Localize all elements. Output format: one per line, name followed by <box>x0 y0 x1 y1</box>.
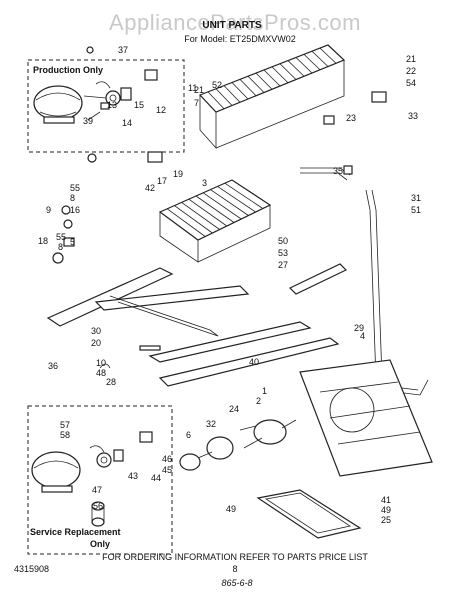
callout-55: 55 <box>56 232 66 242</box>
callout-30: 30 <box>91 326 101 336</box>
callout-54: 54 <box>406 78 416 88</box>
callout-24: 24 <box>229 404 239 414</box>
callout-55: 55 <box>70 183 80 193</box>
callout-6: 6 <box>186 430 191 440</box>
callout-33: 33 <box>408 111 418 121</box>
callout-14: 14 <box>122 118 132 128</box>
callout-19: 19 <box>173 169 183 179</box>
callout-17: 17 <box>157 176 167 186</box>
condenser-coil <box>198 44 346 150</box>
callout-32: 32 <box>206 419 216 429</box>
callout-21: 21 <box>406 54 416 64</box>
callout-39: 39 <box>83 116 93 126</box>
callout-41: 41 <box>381 495 391 505</box>
footer-ordering-info: FOR ORDERING INFORMATION REFER TO PARTS … <box>102 552 368 562</box>
callout-28: 28 <box>106 377 116 387</box>
callout-48: 48 <box>96 368 106 378</box>
callout-8: 8 <box>58 242 63 252</box>
callout-27: 27 <box>278 260 288 270</box>
fan-motor-assembly <box>179 419 297 471</box>
callout-53: 53 <box>278 248 288 258</box>
model-line: For Model: ET25DMXVW02 <box>184 34 296 44</box>
service-replacement-label-line2: Only <box>90 539 110 549</box>
drain-pan <box>256 489 362 539</box>
callout-10: 10 <box>96 358 106 368</box>
compressor-bottom <box>31 451 81 493</box>
footer-handwritten-note: 865-6-8 <box>221 578 252 588</box>
callout-42: 42 <box>145 183 155 193</box>
callout-16: 16 <box>70 205 80 215</box>
capillary-part <box>91 501 105 527</box>
callout-12: 12 <box>156 105 166 115</box>
callout-15: 15 <box>134 100 144 110</box>
watermark: AppliancePartsPros.com <box>109 10 361 35</box>
callout-29: 29 <box>354 323 364 333</box>
callout-49: 49 <box>226 504 236 514</box>
callout-20: 20 <box>91 338 101 348</box>
misc-hardware <box>52 46 387 369</box>
footer-document-number: 4315908 <box>14 564 49 574</box>
callout-35: 35 <box>333 166 343 176</box>
callout-25: 25 <box>381 515 391 525</box>
base-rails <box>46 267 340 387</box>
callout-1: 1 <box>262 386 267 396</box>
footer-page-number: 8 <box>232 564 237 574</box>
callout-56: 56 <box>93 501 103 511</box>
diagram-title: UNIT PARTS <box>202 20 262 31</box>
callout-9: 9 <box>46 205 51 215</box>
callout-52: 52 <box>212 80 222 90</box>
relay-parts-top <box>83 69 158 110</box>
callout-58: 58 <box>60 430 70 440</box>
service-replacement-label-line1: Service Replacement <box>30 527 121 537</box>
callout-13: 13 <box>107 100 117 110</box>
callout-4: 4 <box>360 331 365 341</box>
callout-18: 18 <box>38 236 48 246</box>
callout-47: 47 <box>92 485 102 495</box>
callout-37: 37 <box>118 45 128 55</box>
service-replacement-box: Service Replacement Only <box>27 405 173 555</box>
production-only-box: Production Only <box>27 59 185 153</box>
callout-36: 36 <box>48 361 58 371</box>
callout-43: 43 <box>128 471 138 481</box>
evaporator-coil <box>158 179 272 263</box>
fan-bracket <box>299 359 433 477</box>
callout-22: 22 <box>406 66 416 76</box>
callout-40: 40 <box>249 357 259 367</box>
callout-7: 7 <box>194 98 199 108</box>
callout-21: 21 <box>194 85 204 95</box>
callout-49: 49 <box>381 505 391 515</box>
callout-50: 50 <box>278 236 288 246</box>
callout-46: 46 <box>162 454 172 464</box>
callout-5: 5 <box>70 237 75 247</box>
callout-51: 51 <box>411 205 421 215</box>
callout-23: 23 <box>346 113 356 123</box>
relay-parts-bottom <box>89 431 153 468</box>
callout-31: 31 <box>411 193 421 203</box>
callout-8: 8 <box>70 193 75 203</box>
callout-45: 45 <box>162 465 172 475</box>
callout-11: 11 <box>188 83 197 93</box>
callout-3: 3 <box>202 178 207 188</box>
compressor-top <box>33 85 83 124</box>
callout-2: 2 <box>256 396 261 406</box>
production-only-label: Production Only <box>33 65 103 75</box>
callout-57: 57 <box>60 420 70 430</box>
callout-44: 44 <box>151 473 161 483</box>
